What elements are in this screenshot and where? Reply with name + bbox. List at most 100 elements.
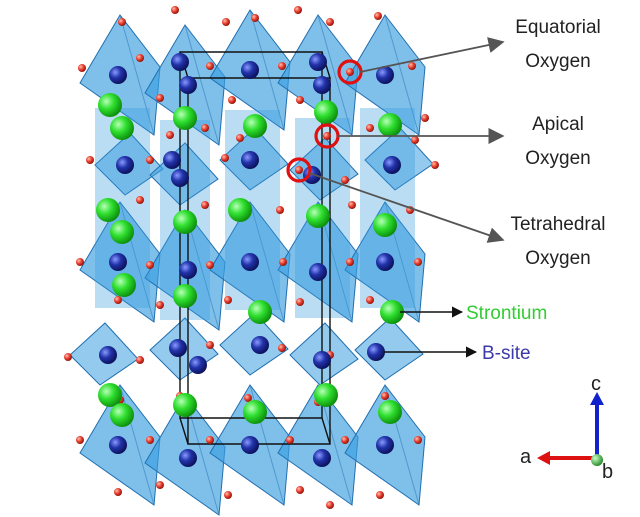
bsite-atom [303, 166, 321, 184]
oxygen-atom [295, 166, 303, 174]
oxygen-atom [374, 12, 382, 20]
oxygen-atom [294, 6, 302, 14]
oxygen-atom [366, 296, 374, 304]
oxygen-atom [251, 14, 259, 22]
oxygen-atom [222, 18, 230, 26]
oxygen-atom [171, 6, 179, 14]
strontium-atom [173, 106, 197, 130]
oxygen-atom [411, 136, 419, 144]
oxygen-atom [224, 296, 232, 304]
oxygen-atom [206, 62, 214, 70]
oxygen-atom [341, 436, 349, 444]
oxygen-atom [326, 18, 334, 26]
strontium-atom [110, 220, 134, 244]
oxygen-atom [276, 206, 284, 214]
octahedron-edge [249, 9, 285, 131]
oxygen-atom [286, 436, 294, 444]
oxygen-atom [228, 96, 236, 104]
bsite-atom [241, 151, 259, 169]
oxygen-atom [381, 392, 389, 400]
bsite-atom [179, 449, 197, 467]
oxygen-atom [296, 96, 304, 104]
oxygen-atom [136, 356, 144, 364]
strontium-atom [228, 198, 252, 222]
oxygen-atom [146, 436, 154, 444]
tetrahedral-oxygen-label-line1: Tetrahedral [510, 214, 605, 235]
oxygen-atom [156, 481, 164, 489]
oxygen-atom [278, 344, 286, 352]
oxygen-atom [201, 201, 209, 209]
oxygen-atom [76, 258, 84, 266]
bsite-atom [241, 253, 259, 271]
bsite-label: B-site [482, 343, 531, 364]
oxygen-atom [414, 436, 422, 444]
strontium-atom [173, 393, 197, 417]
bsite-atom [99, 346, 117, 364]
oxygen-atom [224, 491, 232, 499]
bsite-atom [383, 156, 401, 174]
oxygen-atom [136, 196, 144, 204]
bsite-atom [169, 339, 187, 357]
oxygen-atom [236, 134, 244, 142]
strontium-atom [380, 300, 404, 324]
equatorial-oxygen-arrow [359, 37, 505, 73]
oxygen-atom [366, 124, 374, 132]
bsite-atom [376, 66, 394, 84]
apical-oxygen-label-line2: Oxygen [525, 148, 590, 169]
oxygen-atom [323, 132, 331, 140]
oxygen-atom [201, 124, 209, 132]
bsite-atom [109, 66, 127, 84]
bsite-atom [109, 436, 127, 454]
bsite-atom [251, 336, 269, 354]
polyhedral-column [360, 108, 415, 308]
oxygen-atom [146, 261, 154, 269]
oxygen-atom [114, 296, 122, 304]
oxygen-atom [279, 258, 287, 266]
oxygen-atom [414, 258, 422, 266]
tetrahedral-oxygen-label-line2: Oxygen [525, 248, 590, 269]
oxygen-atom [118, 18, 126, 26]
bsite-atom [313, 351, 331, 369]
bsite-atom [171, 53, 189, 71]
oxygen-atom [326, 501, 334, 509]
oxygen-atom [278, 62, 286, 70]
oxygen-atom [206, 261, 214, 269]
oxygen-atom [114, 488, 122, 496]
oxygen-atom [296, 298, 304, 306]
tetrahedral-oxygen-highlight [286, 157, 312, 183]
strontium-atom [173, 284, 197, 308]
strontium-atom [98, 93, 122, 117]
oxygen-atom [221, 154, 229, 162]
bsite-atom [309, 263, 327, 281]
bsite-atom [163, 151, 181, 169]
bsite-atom [116, 156, 134, 174]
oxygen-atom [136, 54, 144, 62]
bsite-atom [367, 343, 385, 361]
bsite-atom [179, 76, 197, 94]
axis-b-label: b [602, 461, 613, 483]
equatorial-oxygen-label-line2: Oxygen [525, 51, 590, 72]
octahedron-edge [119, 14, 155, 136]
strontium-atom [243, 400, 267, 424]
strontium-atom [248, 300, 272, 324]
atoms-layer [64, 6, 439, 509]
strontium-atom [243, 114, 267, 138]
strontium-atom [314, 383, 338, 407]
oxygen-atom [64, 353, 72, 361]
axis-a-label: a [520, 446, 532, 468]
octahedron-edge [184, 24, 220, 146]
oxygen-atom [341, 176, 349, 184]
oxygen-atom [244, 394, 252, 402]
bsite-atom [241, 61, 259, 79]
strontium-atom [173, 210, 197, 234]
bsite-atom [179, 261, 197, 279]
bsite-atom [376, 436, 394, 454]
oxygen-atom [78, 64, 86, 72]
oxygen-atom [156, 94, 164, 102]
strontium-label: Strontium [466, 303, 547, 324]
oxygen-atom [206, 436, 214, 444]
oxygen-atom [346, 68, 354, 76]
oxygen-atom [156, 301, 164, 309]
strontium-atom [96, 198, 120, 222]
